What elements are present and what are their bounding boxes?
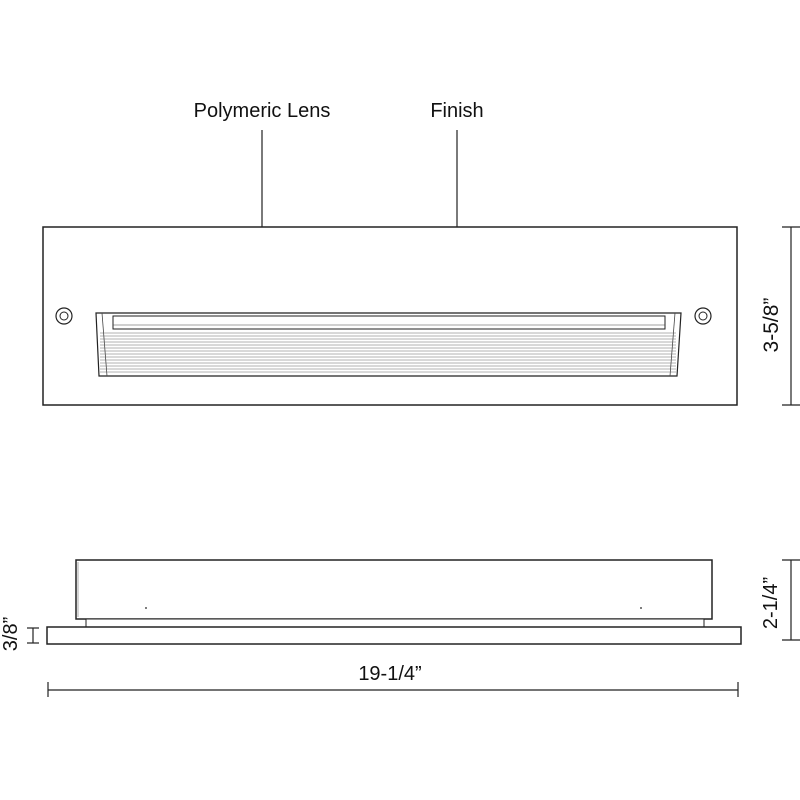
louver-left-end (101, 312, 108, 377)
louver-right-end (669, 312, 676, 377)
right-screw-icon (694, 307, 712, 325)
width-dimension-label: 19-1/4” (358, 663, 421, 685)
front-view (42, 226, 738, 406)
gasket (85, 618, 705, 628)
housing-mark-right (640, 607, 642, 609)
flange-plate (46, 626, 742, 645)
flange-dimension: 3/8” (0, 617, 39, 651)
flange-dimension-label: 3/8” (0, 617, 22, 651)
depth-dimension-label: 2-1/4” (760, 577, 782, 629)
polymeric-lens (112, 315, 666, 330)
housing-body (75, 559, 713, 620)
side-view (46, 559, 742, 645)
left-screw-icon (55, 307, 73, 325)
louver-ribs (100, 332, 676, 373)
height-dimension-label: 3-5/8” (760, 298, 783, 353)
housing-mark-left (145, 607, 147, 609)
finish-callout-label: Finish (430, 100, 483, 122)
width-dimension: 19-1/4” (47, 663, 739, 697)
height-dimension: 3-5/8” (760, 226, 800, 406)
lens-callout-label: Polymeric Lens (194, 100, 331, 122)
depth-dimension: 2-1/4” (760, 559, 800, 641)
